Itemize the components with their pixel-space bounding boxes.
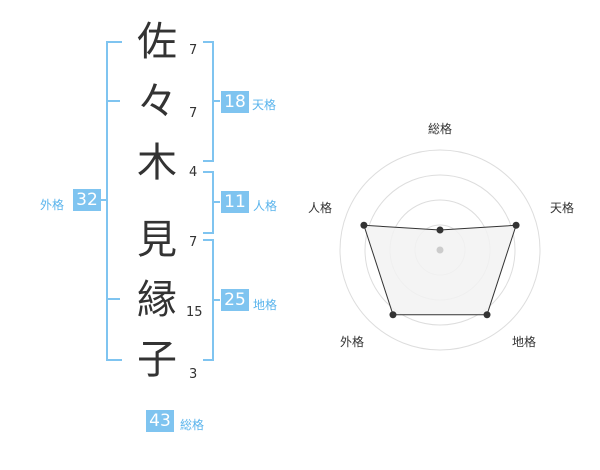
radar-label-soukaku: 総格 [428,121,452,136]
tenkaku-bracket-stem [214,100,220,102]
name-char-4: 見 [137,217,177,263]
radar-ring [364,174,516,326]
soukaku-label: 総格 [180,418,205,432]
jinkaku-bracket [203,171,214,234]
gaikaku-bracket-tick-top [106,100,120,102]
name-char-6: 子 [137,337,177,383]
radar-label-gaikaku: 外格 [340,334,364,349]
tenkaku-label: 天格 [252,98,277,112]
gaikaku-label: 外格 [40,198,65,212]
stroke-count-1: 7 [189,43,198,58]
radar-center-dot [436,246,444,254]
radar-point-5 [360,221,368,229]
chikaku-label: 地格 [253,298,278,312]
jinkaku-badge: 11 [221,191,249,213]
stroke-count-5: 15 [186,305,203,320]
chikaku-bracket [203,239,214,361]
stroke-count-3: 4 [189,165,198,180]
chikaku-bracket-stem [214,299,220,301]
radar-data-points [360,221,520,319]
name-char-3: 木 [137,140,177,186]
radar-chart: 総格 天格 地格 外格 人格 [308,121,574,351]
radar-ring [339,149,541,351]
gaikaku-bracket [106,41,122,361]
radar-point-1 [436,226,444,234]
radar-point-4 [389,311,397,319]
radar-point-3 [483,311,491,319]
tenkaku-bracket [203,41,214,162]
chikaku-badge: 25 [221,289,249,311]
gaikaku-bracket-stem [98,199,106,201]
radar-data-area [363,224,517,316]
soukaku-badge: 43 [146,410,174,432]
name-char-1: 佐 [137,19,177,65]
gaikaku-badge: 32 [73,189,101,211]
gaikaku-bracket-tick-bottom [106,298,120,300]
stroke-count-2: 7 [189,106,198,121]
jinkaku-bracket-stem [214,201,220,203]
radar-label-tenkaku: 天格 [550,200,574,215]
radar-point-2 [512,221,520,229]
tenkaku-badge: 18 [221,91,249,113]
radar-label-chikaku: 地格 [512,334,536,349]
jinkaku-label: 人格 [253,199,278,213]
stroke-count-4: 7 [189,235,198,250]
name-char-5: 縁 [137,277,177,323]
stroke-count-6: 3 [189,367,198,382]
name-char-2: 々 [137,79,177,125]
radar-label-jinkaku: 人格 [308,200,332,215]
